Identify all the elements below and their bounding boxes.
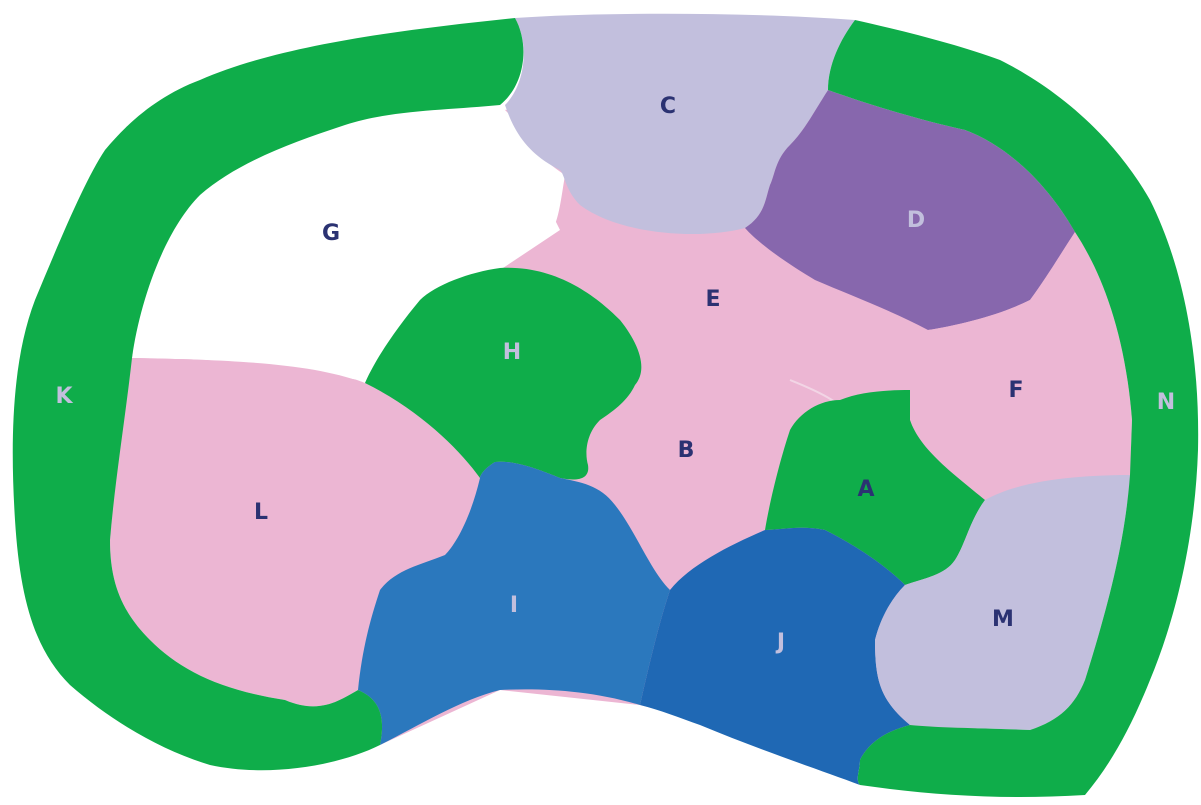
label-b: B [678,438,695,463]
label-c: C [660,94,676,119]
label-m: M [992,607,1014,632]
label-d: D [907,208,925,233]
label-f: F [1008,378,1023,403]
label-e: E [705,287,720,312]
label-g: G [322,221,340,246]
label-i: I [510,593,518,618]
region-g[interactable] [132,105,565,383]
region-i[interactable] [358,461,670,745]
region-n[interactable] [828,20,1199,797]
region-k[interactable] [12,18,524,771]
label-j: J [775,630,785,655]
region-h[interactable] [365,267,642,480]
region-a[interactable] [765,390,985,585]
region-m[interactable] [875,475,1130,730]
label-n: N [1157,390,1175,415]
label-a: A [857,477,874,502]
region-j[interactable] [640,527,910,785]
region-c[interactable] [505,13,855,235]
label-l: L [254,500,268,525]
region-f[interactable] [910,232,1132,500]
label-k: K [55,384,73,409]
label-h: H [503,340,521,365]
region-l[interactable] [110,358,480,707]
region-d[interactable] [745,90,1075,330]
region-b-edge [789,379,836,403]
